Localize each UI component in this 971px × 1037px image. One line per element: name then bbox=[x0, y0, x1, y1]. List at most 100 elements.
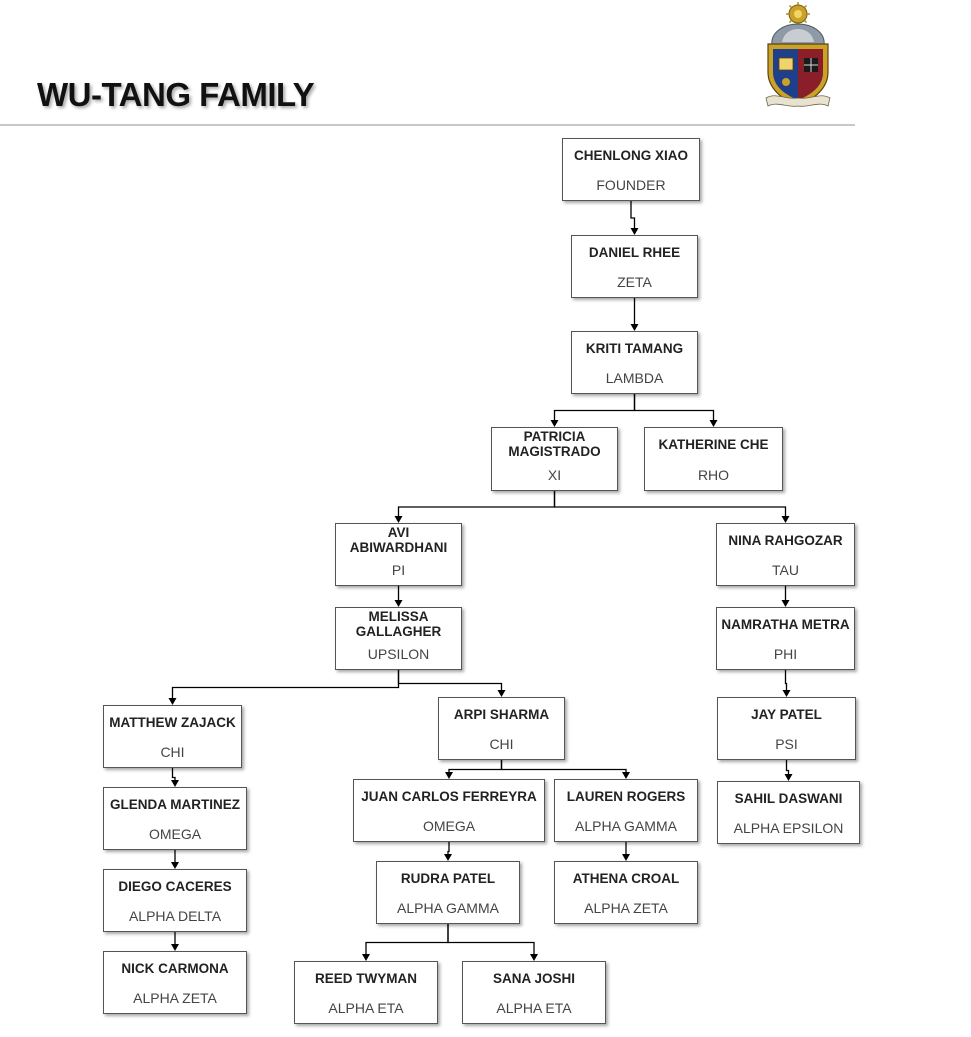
member-card-namratha-metra: NAMRATHA METRA PHI bbox=[716, 607, 855, 670]
member-card-avi-abiwardhani: AVI ABIWARDHANI PI bbox=[335, 523, 462, 586]
arrowhead-katherine bbox=[709, 420, 718, 427]
member-chapter: OMEGA bbox=[422, 818, 476, 834]
member-card-patricia-magistrado: PATRICIA MAGISTRADO XI bbox=[491, 427, 618, 491]
member-card-glenda-martinez: GLENDA MARTINEZ OMEGA bbox=[103, 787, 247, 850]
connector-patricia-nina bbox=[553, 491, 787, 517]
member-chapter: ALPHA GAMMA bbox=[575, 818, 677, 834]
member-name: SAHIL DASWANI bbox=[734, 790, 843, 806]
arrowhead-patricia bbox=[550, 420, 559, 427]
member-chapter: ALPHA ZETA bbox=[584, 900, 668, 916]
member-name: ARPI SHARMA bbox=[453, 706, 550, 722]
arrowhead-melissa bbox=[394, 600, 403, 607]
member-name: JUAN CARLOS FERREYRA bbox=[361, 788, 537, 804]
member-card-melissa-gallagher: MELISSA GALLAGHER UPSILON bbox=[335, 607, 462, 670]
member-name: GLENDA MARTINEZ bbox=[110, 796, 240, 812]
member-chapter: PSI bbox=[775, 736, 798, 752]
connector-juan-rudra bbox=[447, 842, 450, 855]
connector-jay-sahil bbox=[785, 760, 790, 775]
member-card-juan-carlos-ferreyra: JUAN CARLOS FERREYRA OMEGA bbox=[353, 779, 545, 842]
arrowhead-glenda bbox=[171, 780, 179, 787]
member-chapter: FOUNDER bbox=[596, 177, 666, 193]
arrowhead-daniel bbox=[630, 228, 639, 235]
arrowhead-jay bbox=[782, 690, 791, 697]
member-chapter: PI bbox=[391, 562, 406, 578]
member-card-chenlong-xiao: CHENLONG XIAO FOUNDER bbox=[562, 138, 700, 201]
member-chapter: ALPHA GAMMA bbox=[397, 900, 499, 916]
member-chapter: ALPHA ZETA bbox=[133, 990, 217, 1006]
arrowhead-sahil bbox=[784, 774, 793, 781]
member-card-rudra-patel: RUDRA PATEL ALPHA GAMMA bbox=[376, 861, 520, 924]
member-chapter: OMEGA bbox=[148, 826, 202, 842]
connector-patricia-avi bbox=[397, 491, 556, 517]
member-card-diego-caceres: DIEGO CACERES ALPHA DELTA bbox=[103, 869, 247, 932]
member-card-nina-rahgozar: NINA RAHGOZAR TAU bbox=[716, 523, 855, 586]
arrowhead-athena bbox=[622, 854, 630, 861]
arrowhead-lauren bbox=[622, 772, 630, 779]
member-name: DIEGO CACERES bbox=[118, 878, 232, 894]
arrowhead-reed bbox=[362, 954, 370, 961]
connector-namratha-jay bbox=[784, 670, 788, 691]
page-title: WU-TANG FAMILY bbox=[37, 76, 315, 113]
connector-kriti-patricia bbox=[553, 394, 636, 421]
member-name: RUDRA PATEL bbox=[400, 870, 496, 886]
member-card-lauren-rogers: LAUREN ROGERS ALPHA GAMMA bbox=[554, 779, 698, 842]
member-name: PATRICIA MAGISTRADO bbox=[508, 429, 601, 459]
member-card-athena-croal: ATHENA CROAL ALPHA ZETA bbox=[554, 861, 698, 924]
member-name: SANA JOSHI bbox=[492, 970, 575, 986]
member-chapter: XI bbox=[547, 467, 562, 483]
arrowhead-matthew bbox=[168, 698, 177, 705]
connector-melissa-matthew bbox=[171, 670, 400, 699]
member-card-arpi-sharma: ARPI SHARMA CHI bbox=[438, 697, 565, 760]
member-chapter: PHI bbox=[773, 646, 798, 662]
arrowhead-sana bbox=[530, 954, 538, 961]
arrowhead-arpi bbox=[497, 690, 506, 697]
arrowhead-nina bbox=[781, 516, 790, 523]
member-name: NAMRATHA METRA bbox=[721, 616, 850, 632]
arrowhead-juan bbox=[445, 772, 453, 779]
arrowhead-nick bbox=[171, 944, 179, 951]
member-chapter: ZETA bbox=[617, 274, 652, 290]
member-card-daniel-rhee: DANIEL RHEE ZETA bbox=[571, 235, 698, 298]
member-card-reed-twyman: REED TWYMAN ALPHA ETA bbox=[294, 961, 438, 1024]
connector-arpi-lauren bbox=[500, 760, 627, 773]
member-name: AVI ABIWARDHANI bbox=[349, 525, 448, 555]
connector-chenlong-daniel bbox=[630, 201, 636, 229]
member-card-kriti-tamang: KRITI TAMANG LAMBDA bbox=[571, 331, 698, 394]
member-card-sana-joshi: SANA JOSHI ALPHA ETA bbox=[462, 961, 606, 1024]
member-card-matthew-zajack: MATTHEW ZAJACK CHI bbox=[103, 705, 242, 768]
connector-rudra-sana bbox=[447, 924, 535, 955]
member-name: LAUREN ROGERS bbox=[566, 788, 686, 804]
member-card-nick-carmona: NICK CARMONA ALPHA ZETA bbox=[103, 951, 247, 1014]
member-name: KRITI TAMANG bbox=[585, 340, 684, 356]
member-chapter: ALPHA ETA bbox=[328, 1000, 404, 1016]
member-chapter: UPSILON bbox=[367, 646, 430, 662]
member-chapter: TAU bbox=[772, 562, 799, 578]
arrowhead-rudra bbox=[444, 854, 452, 861]
member-name: NINA RAHGOZAR bbox=[728, 532, 843, 548]
member-name: MELISSA GALLAGHER bbox=[355, 609, 442, 639]
member-chapter: ALPHA DELTA bbox=[128, 908, 222, 924]
member-name: ATHENA CROAL bbox=[572, 870, 680, 886]
member-chapter: CHI bbox=[489, 736, 514, 752]
member-chapter: LAMBDA bbox=[605, 370, 664, 386]
connector-matthew-glenda bbox=[171, 768, 176, 781]
member-chapter: ALPHA EPSILON bbox=[733, 820, 844, 836]
member-name: JAY PATEL bbox=[751, 706, 822, 722]
member-chapter: ALPHA ETA bbox=[496, 1000, 572, 1016]
member-name: KATHERINE CHE bbox=[658, 436, 769, 452]
member-chapter: RHO bbox=[697, 467, 730, 483]
crest-icon bbox=[765, 2, 831, 107]
member-name: DANIEL RHEE bbox=[588, 244, 681, 260]
connector-melissa-arpi bbox=[397, 670, 503, 691]
member-card-sahil-daswani: SAHIL DASWANI ALPHA EPSILON bbox=[717, 781, 860, 844]
arrowhead-namratha bbox=[781, 600, 790, 607]
member-name: REED TWYMAN bbox=[315, 970, 417, 986]
connector-kriti-katherine bbox=[633, 394, 715, 421]
arrowhead-kriti bbox=[630, 324, 639, 331]
member-name: CHENLONG XIAO bbox=[573, 147, 688, 163]
member-card-katherine-che: KATHERINE CHE RHO bbox=[644, 427, 783, 491]
member-card-jay-patel: JAY PATEL PSI bbox=[717, 697, 856, 760]
arrowhead-diego bbox=[171, 862, 179, 869]
arrowhead-avi bbox=[394, 516, 403, 523]
